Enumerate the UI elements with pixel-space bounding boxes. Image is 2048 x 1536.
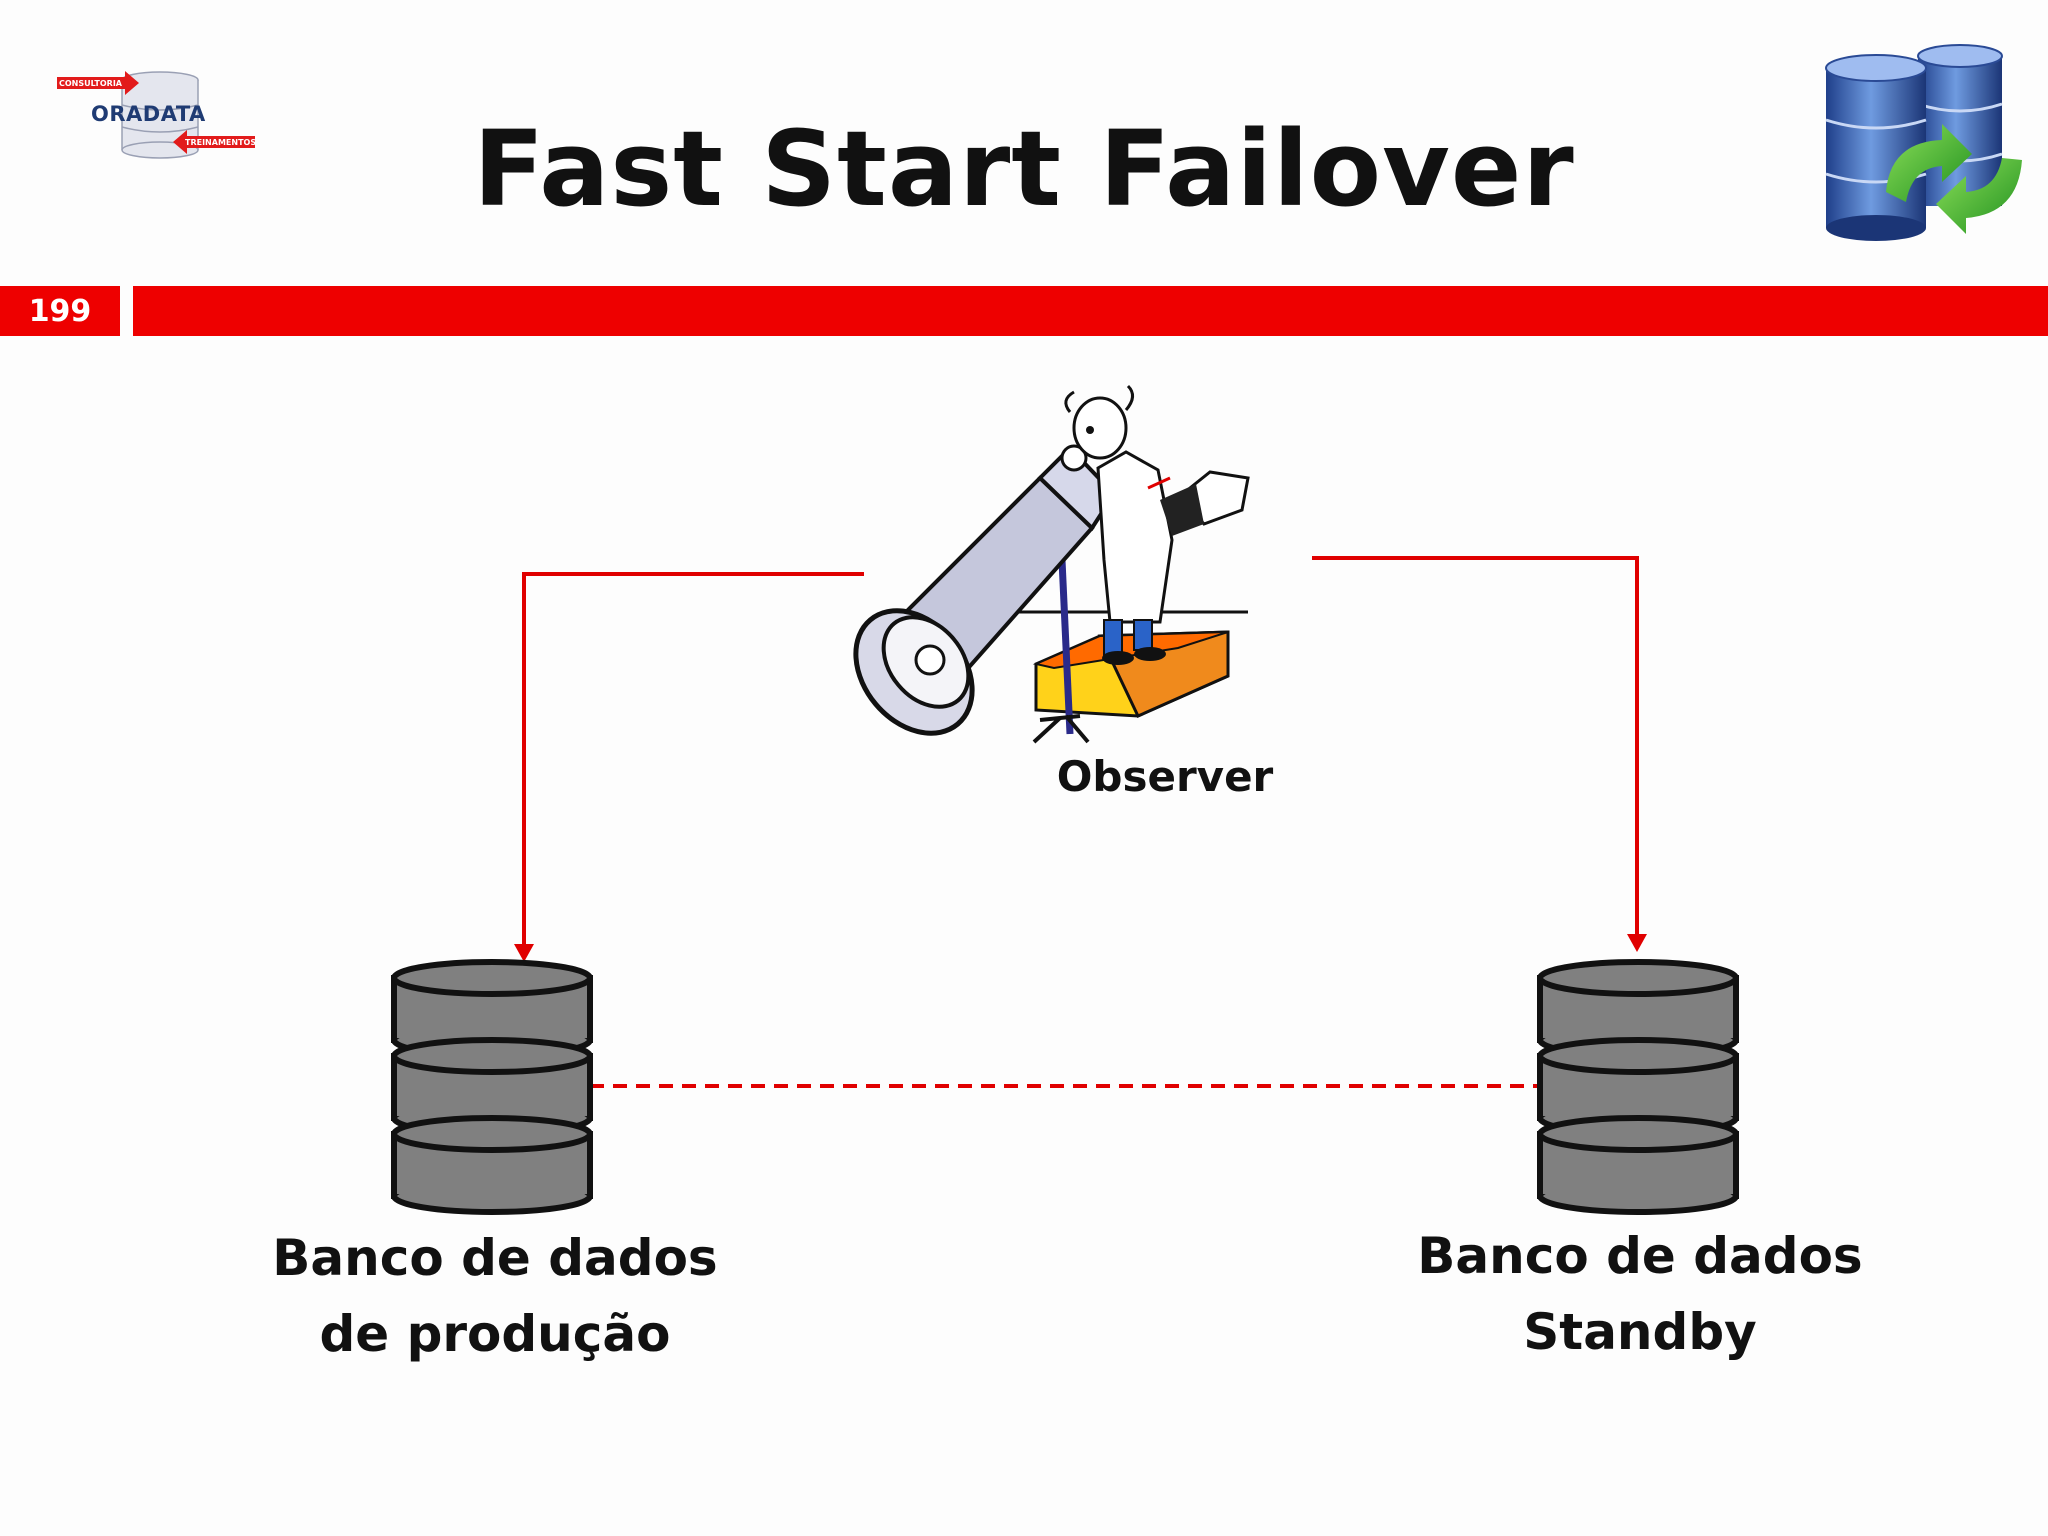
observer-to-standby-arrow (1312, 556, 1647, 952)
logo-tag-bottom: TREINAMENTOS (185, 138, 257, 147)
standby-database-label-line2: Standby (1523, 1303, 1757, 1361)
primary-database-label: Banco de dados de produção (215, 1220, 775, 1372)
database-sync-icon (1822, 42, 2028, 248)
primary-database-icon (391, 959, 593, 1215)
page-number: 199 (28, 293, 92, 329)
observer-astronomer-icon (853, 384, 1250, 744)
standby-database-label: Banco de dados Standby (1360, 1218, 1920, 1370)
oradata-logo: CONSULTORIA ORADATA TREINAMENTOS (55, 65, 265, 165)
logo-tag-top: CONSULTORIA (59, 79, 122, 88)
logo-brand: ORADATA (91, 102, 206, 126)
primary-database-label-line1: Banco de dados (272, 1229, 718, 1287)
header-divider-bar (133, 286, 2048, 336)
primary-database-label-line2: de produção (319, 1305, 671, 1363)
standby-database-icon (1537, 959, 1739, 1215)
observer-to-primary-arrow (514, 572, 864, 962)
page-number-box (0, 286, 120, 336)
standby-database-label-line1: Banco de dados (1417, 1227, 1863, 1285)
page-title: Fast Start Failover (473, 108, 1575, 230)
logo-cylinder-icon (57, 71, 255, 159)
observer-label: Observer (1056, 752, 1274, 801)
